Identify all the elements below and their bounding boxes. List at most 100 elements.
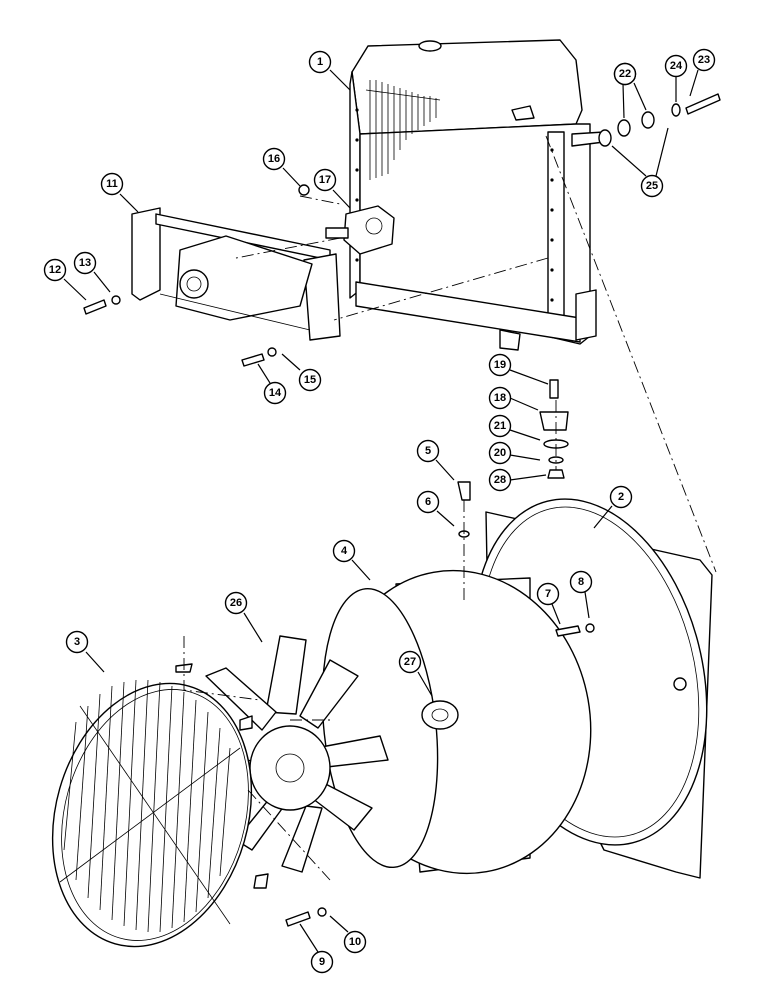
callout-circle [488,441,512,465]
callout-number: 13 [79,257,91,269]
callout-number: 19 [494,359,506,371]
callout-circle [100,172,124,196]
callout-11: 11 [100,172,139,213]
callout-circle [609,485,633,509]
callout-leader [243,612,263,643]
callout-circle [398,650,422,674]
callout-19: 19 [488,353,549,385]
callout-17: 17 [313,168,351,209]
callout-leader [509,429,541,441]
callout-1: 1 [308,50,351,91]
callout-24: 24 [664,54,688,102]
callout-number: 10 [349,936,361,948]
callout-leader [689,69,699,97]
callout-circle [569,570,593,594]
callout-4: 4 [332,539,371,581]
callout-26: 26 [224,591,263,643]
callout-circle [65,630,89,654]
callout-2: 2 [593,485,633,529]
callout-12: 12 [43,258,87,301]
callout-number: 18 [494,392,506,404]
callout-circle [536,582,560,606]
callout-number: 1 [317,56,323,68]
callout-number: 11 [106,178,118,190]
callout-number: 22 [619,68,631,80]
callout-23: 23 [689,48,716,97]
callout-circle [416,439,440,463]
callout-circle [263,381,287,405]
callout-number: 9 [319,956,325,968]
callout-leader [509,397,539,411]
callout-circle [224,591,248,615]
callout-leader [584,591,590,619]
callout-number: 26 [230,597,242,609]
callout-number: 14 [269,387,282,399]
callout-circle [73,251,97,275]
callout-circle [43,258,67,282]
callout-circle [343,930,367,954]
callout-leader [63,278,87,301]
callout-28: 28 [488,468,547,492]
callout-7: 7 [536,582,561,625]
callout-leader [299,923,319,953]
callout-number: 6 [425,496,431,508]
callout-15: 15 [281,353,322,392]
callout-number: 23 [698,54,710,66]
hardware [83,93,721,927]
callout-circle [308,50,332,74]
callout-layer: 1234567891011121314151617181920212222232… [43,48,716,974]
callout-leader [509,454,541,461]
callout-number: 7 [545,588,551,600]
callout-circle [488,353,512,377]
callout-leader [257,363,271,384]
callout-16: 16 [262,147,301,187]
callout-number: 5 [425,445,431,457]
callout-14: 14 [257,363,287,405]
callout-circle [310,950,334,974]
callout-number: 27 [404,656,416,668]
callout-20: 20 [488,441,541,465]
callout-leader [281,353,301,371]
callout-leader [655,127,669,177]
callout-leader [417,671,433,697]
callout-circle [313,168,337,192]
callout-9: 9 [299,923,334,974]
callout-circle [692,48,716,72]
callout-leader [509,369,549,385]
callout-number: 8 [578,576,584,588]
callout-circle [488,414,512,438]
callout-leader [633,82,647,111]
callout-circle [613,62,637,86]
callout-number: 24 [670,60,683,72]
callout-leader [611,145,647,177]
callout-21: 21 [488,414,541,441]
callout-25: 25 [611,145,664,198]
radiator [349,39,605,351]
callout-leader [332,189,351,209]
pump [325,205,395,255]
callout-number: 15 [304,374,316,386]
callout-leader [85,651,105,673]
callout-leader [593,505,613,529]
callout-circle [664,54,688,78]
callout-number: 20 [494,447,506,459]
callout-number: 3 [74,636,80,648]
callout-3: 3 [65,630,105,673]
callout-number: 2 [618,491,624,503]
callout-number: 25 [646,180,658,192]
callout-number: 12 [49,264,61,276]
callout-circle [262,147,286,171]
callout-leader [436,510,455,527]
callout-circle [488,386,512,410]
fan [205,635,389,873]
callout-5: 5 [416,439,455,481]
callout-circle [332,539,356,563]
callout-circle [416,490,440,514]
callout-leader [551,603,561,625]
mounting-bracket [131,207,341,341]
callout-number: 28 [494,474,506,486]
callout-13: 13 [73,251,111,293]
callout-leader [119,193,139,213]
fan-guard [51,663,269,948]
